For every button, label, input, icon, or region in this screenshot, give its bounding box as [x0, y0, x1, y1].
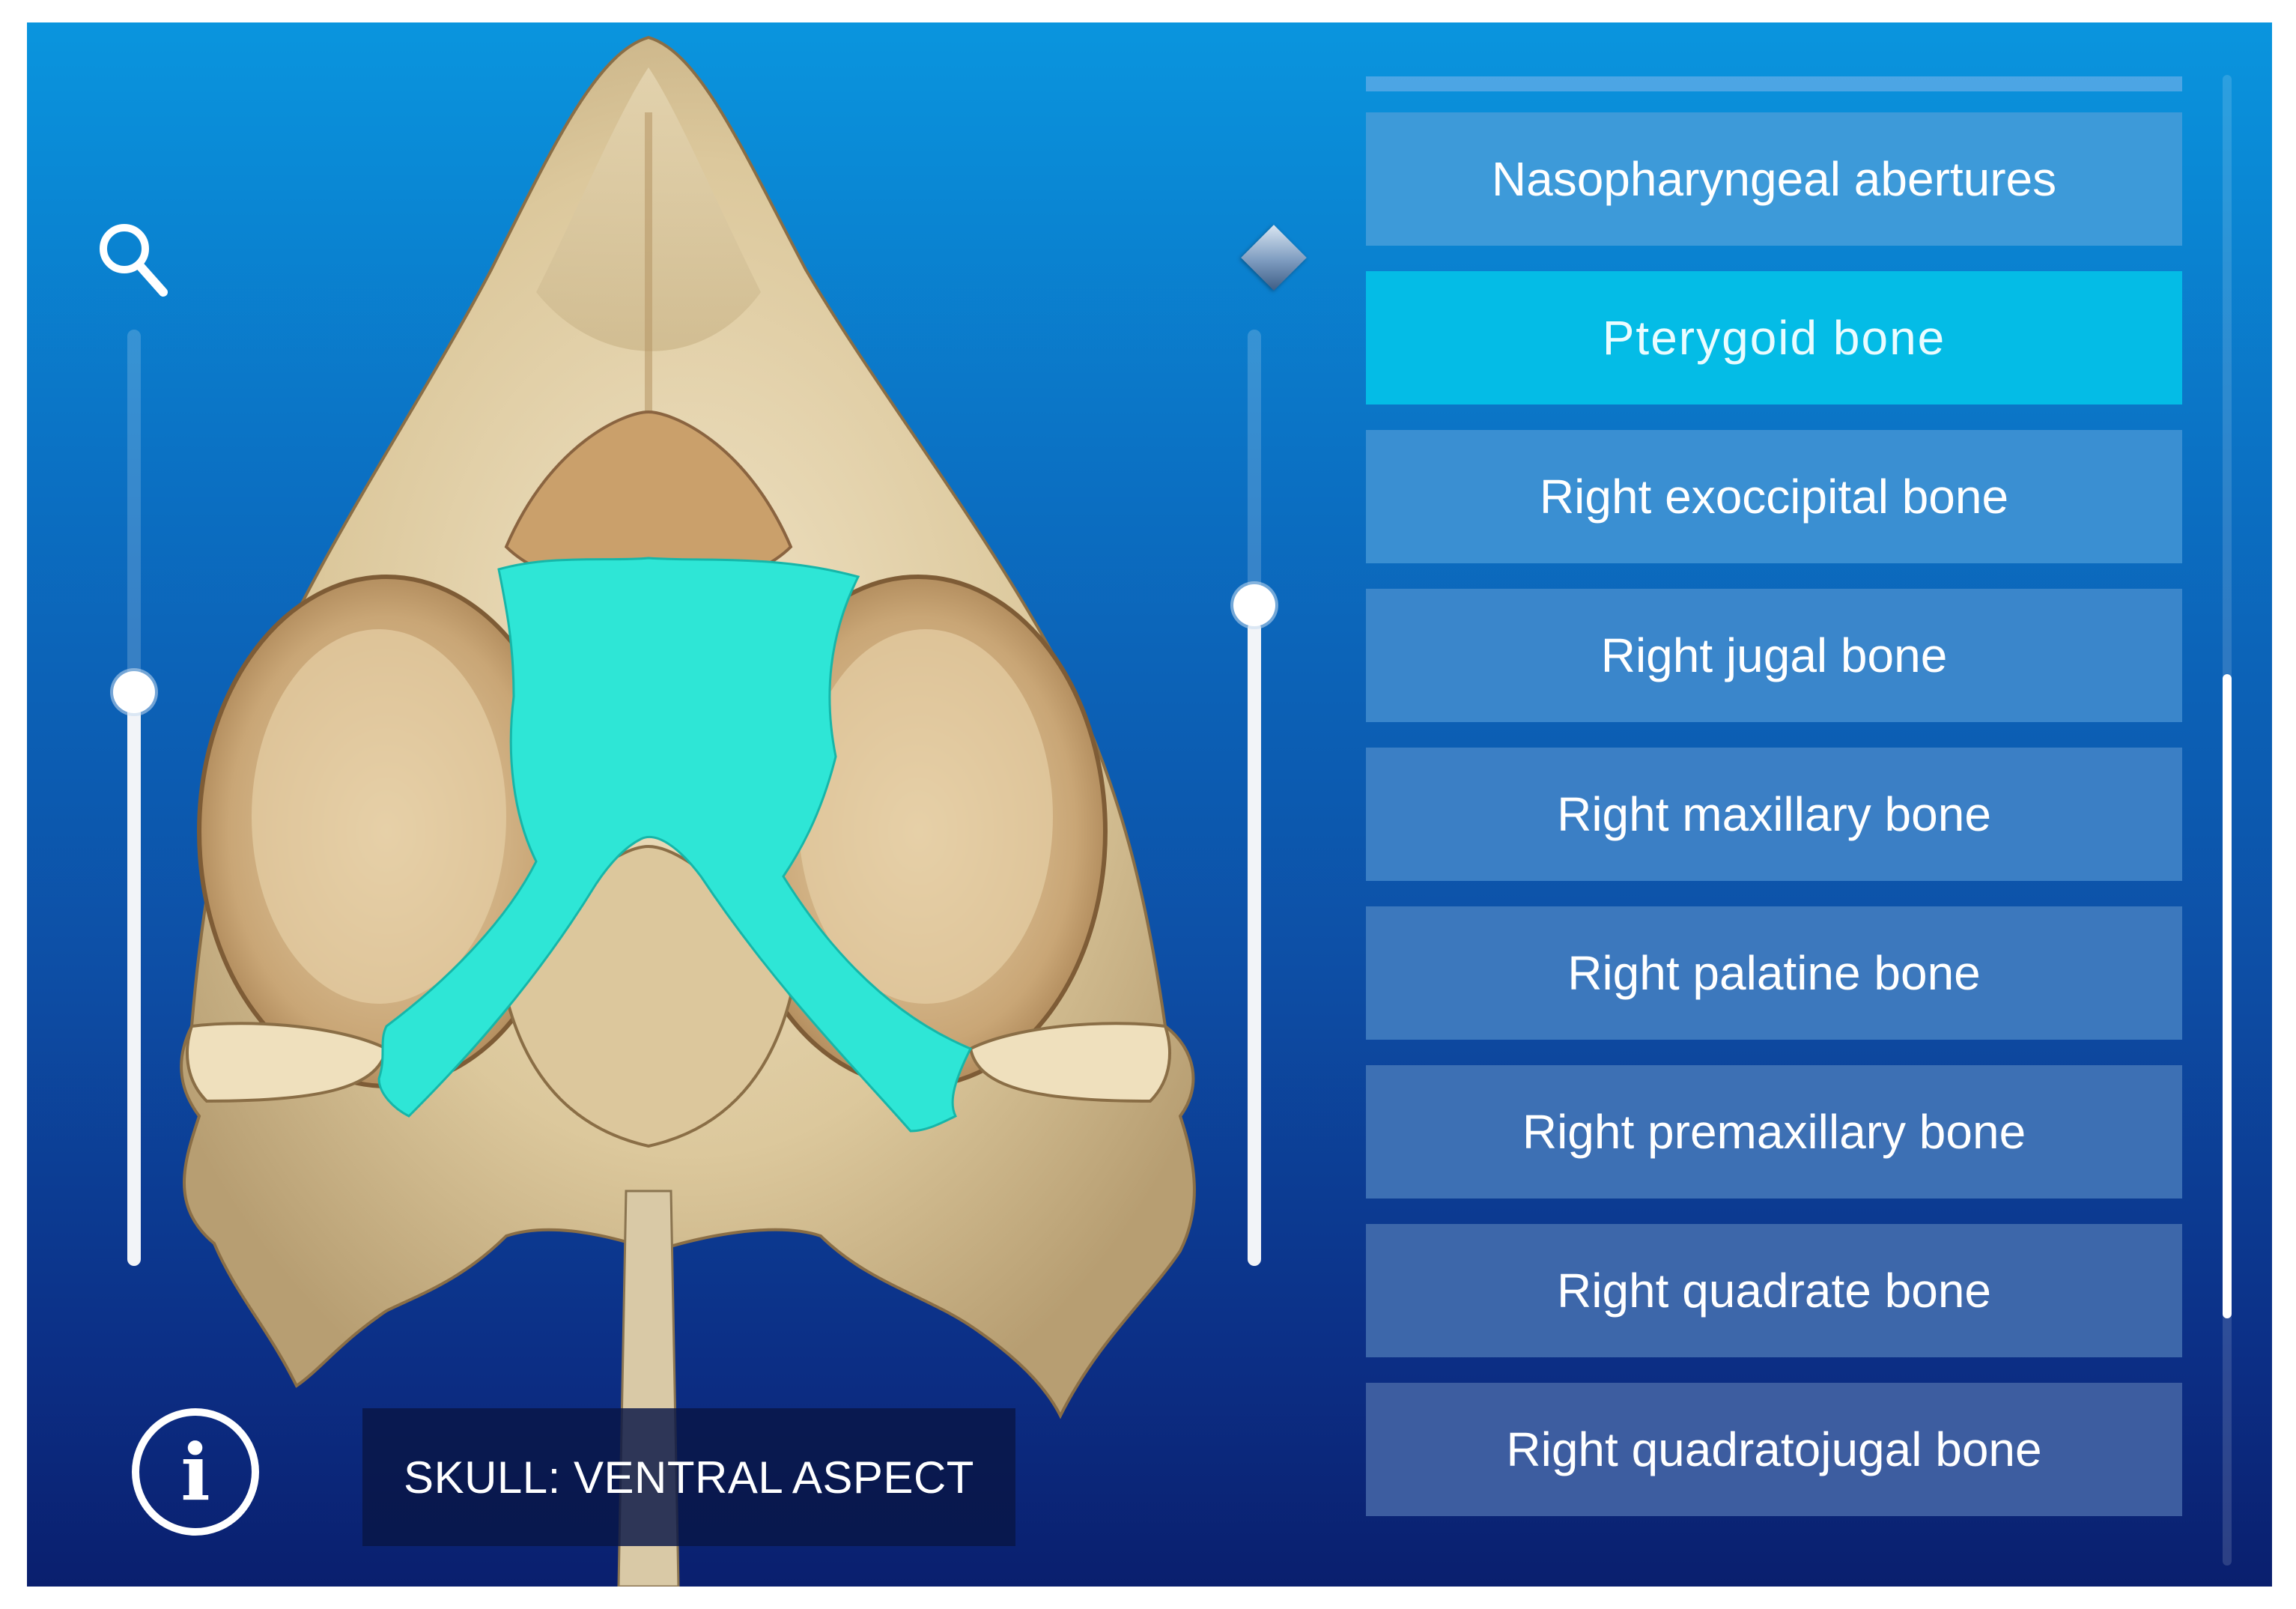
list-item[interactable]: Nasopharyngeal abertures [1366, 112, 2182, 246]
list-item[interactable]: Right palatine bone [1366, 906, 2182, 1040]
pterygoid-highlight [377, 557, 973, 1133]
caption-text: SKULL: VENTRAL ASPECT [404, 1452, 974, 1503]
list-item[interactable]: Right maxillary bone [1366, 748, 2182, 881]
skull-specimen-image [180, 35, 1196, 1587]
list-item-partial[interactable] [1366, 76, 2182, 91]
opacity-slider-thumb[interactable] [1233, 584, 1275, 626]
structure-list[interactable]: Nasopharyngeal abertures Pterygoid bone … [1366, 76, 2182, 1582]
list-item[interactable]: Right quadrate bone [1366, 1224, 2182, 1357]
opacity-slider-track-upper[interactable] [1248, 330, 1261, 622]
list-scrollbar-thumb[interactable] [2223, 674, 2232, 1318]
list-item[interactable]: Right exoccipital bone [1366, 430, 2182, 563]
opacity-slider-track-lower[interactable] [1248, 622, 1261, 1266]
list-item-label: Right palatine bone [1567, 946, 1981, 1000]
list-item-label: Right jugal bone [1600, 628, 1948, 682]
zoom-slider-thumb[interactable] [113, 671, 155, 713]
list-item-label: Pterygoid bone [1602, 311, 1946, 365]
list-item-label: Right quadrate bone [1557, 1264, 1991, 1318]
list-item-label: Right maxillary bone [1557, 787, 1991, 841]
list-item-label: Nasopharyngeal abertures [1491, 152, 2057, 206]
info-button[interactable]: i [132, 1408, 259, 1536]
zoom-slider-track-upper[interactable] [127, 330, 141, 697]
list-item-label: Right exoccipital bone [1539, 470, 2009, 524]
list-item-label: Right quadratojugal bone [1506, 1422, 2042, 1476]
zoom-slider-track-lower[interactable] [127, 697, 141, 1266]
skull-viewport[interactable] [27, 22, 1375, 1587]
info-icon: i [180, 1425, 210, 1518]
magnifier-icon[interactable] [94, 217, 169, 300]
list-item[interactable]: Right quadratojugal bone [1366, 1383, 2182, 1516]
anatomy-viewer-app: i SKULL: VENTRAL ASPECT Nasopharyngeal a… [27, 22, 2272, 1587]
list-item[interactable]: Right premaxillary bone [1366, 1065, 2182, 1199]
list-item-selected[interactable]: Pterygoid bone [1366, 271, 2182, 404]
list-item[interactable]: Right jugal bone [1366, 589, 2182, 722]
view-caption: SKULL: VENTRAL ASPECT [362, 1408, 1015, 1546]
list-item-label: Right premaxillary bone [1522, 1105, 2026, 1159]
